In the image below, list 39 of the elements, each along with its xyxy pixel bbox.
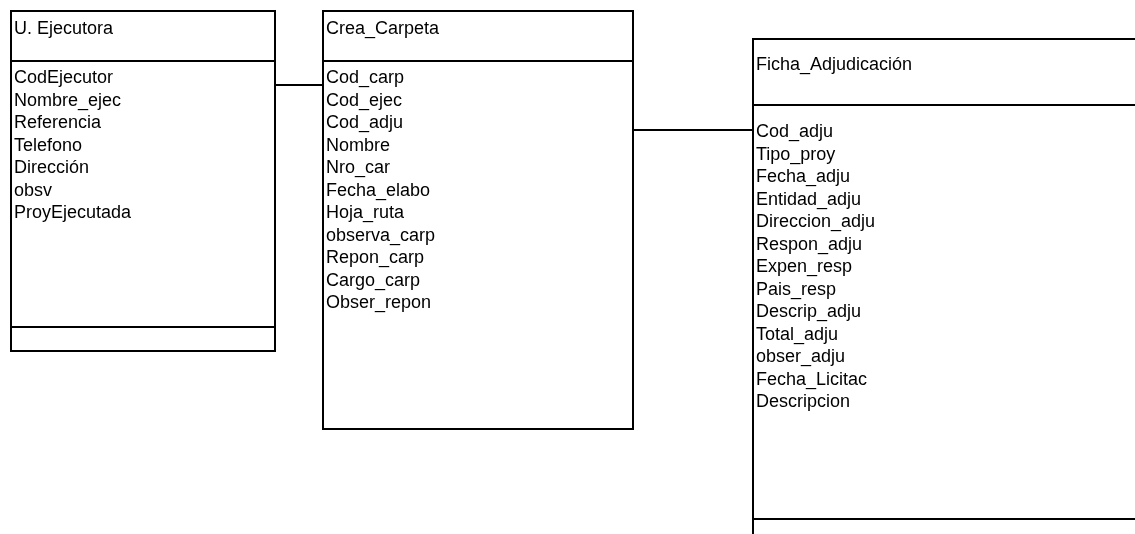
attribute-text: Fecha_Licitac: [756, 368, 868, 389]
attribute-text: Expen_resp: [756, 256, 853, 276]
class-box: [752, 38, 1135, 534]
attribute-text: Dirección: [14, 157, 90, 177]
attribute-text: Pais_resp: [756, 278, 837, 299]
attribute-text: Obser_repon: [326, 292, 432, 312]
attribute-text: Nombre_ejec: [14, 89, 122, 110]
attribute-text: Direccion_adju: [756, 211, 876, 231]
attribute-text: Cargo_carp: [326, 269, 421, 290]
attribute-text: Fecha_elabo: [326, 179, 431, 200]
attribute-text: Fecha_adju: [756, 166, 851, 186]
attribute-text: Tipo_proy: [756, 143, 836, 164]
attribute-text: Referencia: [14, 112, 102, 132]
attribute-text: Repon_carp: [326, 247, 425, 267]
attribute-text: Descripcion: [756, 391, 851, 411]
attribute-text: Total_adju: [756, 323, 839, 344]
association-line: [633, 129, 753, 131]
class-box: [322, 10, 634, 430]
attribute-text: Entidad_adju: [756, 188, 862, 209]
attribute-text: Respon_adju: [756, 233, 863, 254]
attribute-text: Cod_ejec: [326, 89, 403, 110]
class-name: Ficha_Adjudicación: [756, 54, 913, 74]
attribute-text: Nombre: [326, 134, 391, 155]
class-name: Crea_Carpeta: [326, 18, 440, 38]
attribute-text: Cod_adju: [756, 121, 834, 141]
attribute-text: obsv: [14, 179, 53, 200]
attribute-text: Nro_car: [326, 157, 391, 177]
attribute-text: Hoja_ruta: [326, 202, 405, 222]
attribute-text: observa_carp: [326, 224, 436, 245]
class-name: U. Ejecutora: [14, 18, 114, 38]
association-line: [275, 84, 323, 86]
attribute-text: Cod_adju: [326, 112, 404, 132]
attribute-text: Cod_carp: [326, 67, 405, 87]
attribute-text: ProyEjecutada: [14, 202, 132, 222]
attribute-text: obser_adju: [756, 346, 846, 366]
attribute-text: Descrip_adju: [756, 301, 862, 321]
attribute-text: CodEjecutor: [14, 67, 114, 87]
class-box: [10, 10, 276, 352]
attribute-text: Telefono: [14, 134, 83, 155]
